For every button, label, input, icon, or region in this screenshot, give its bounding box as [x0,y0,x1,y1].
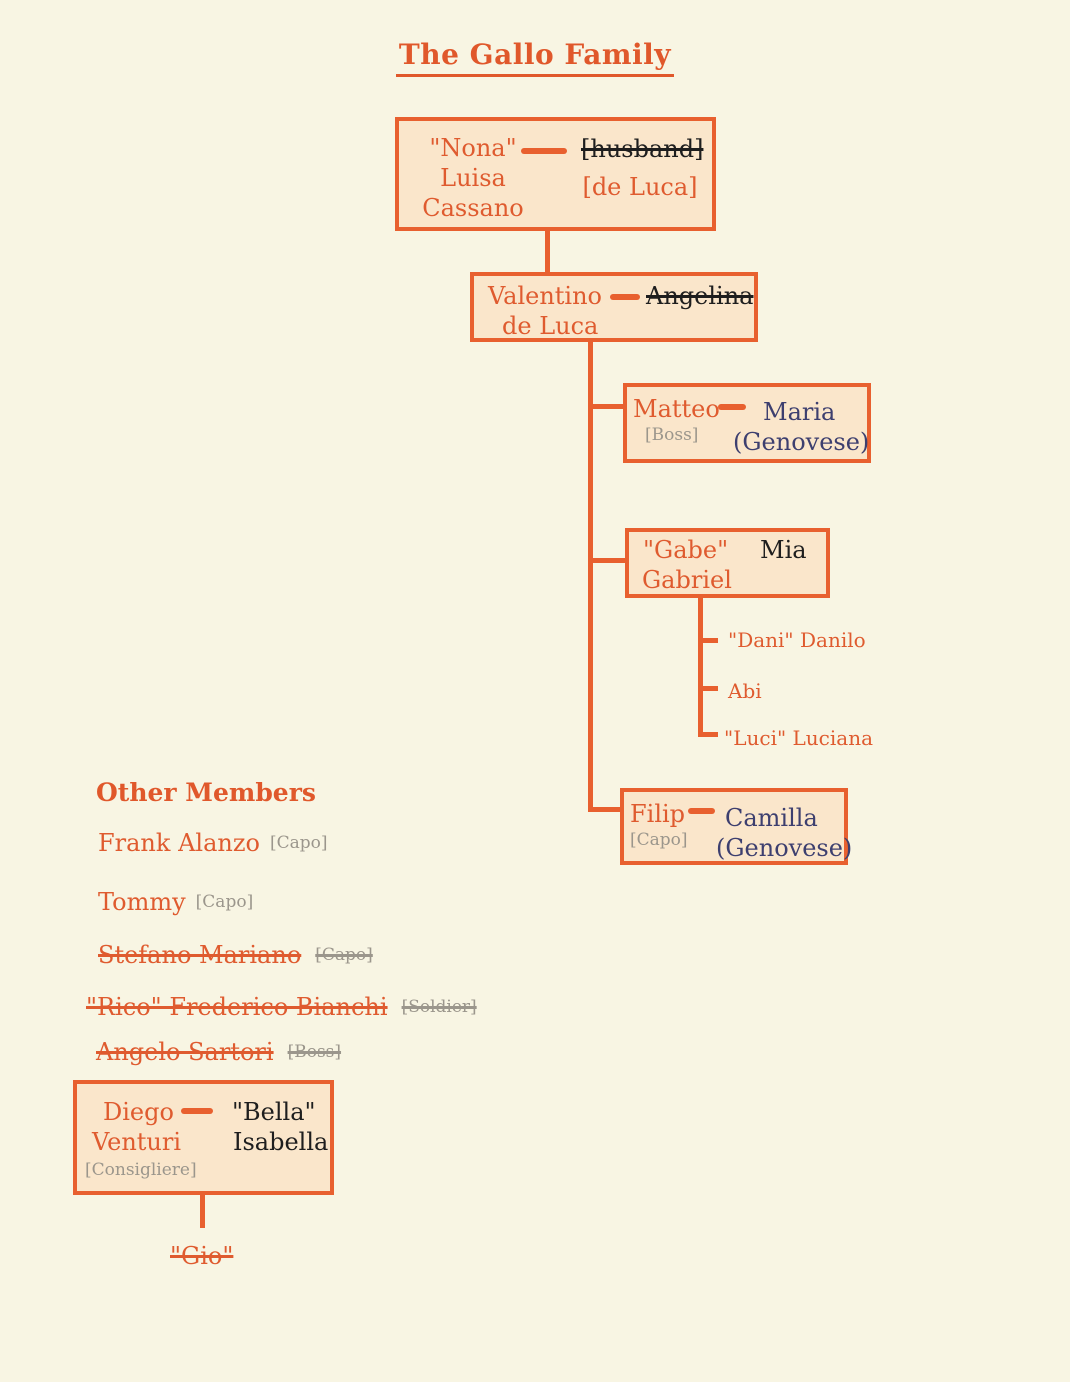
connector-stub-dani [700,638,718,643]
member-role: [Soldier] [401,997,477,1017]
person-box-diego: Diego Venturi [Consigliere] "Bella" Isab… [73,1080,334,1195]
marriage-dash-nona [521,148,567,154]
gabe-spouse: Mia [760,536,807,564]
nona-name-line1: "Nona" [429,134,517,162]
member-role: [Boss] [287,1042,342,1062]
member-frank-alanzo: Frank Alanzo [Capo] [98,829,327,857]
child-gio-name: "Gio" [170,1242,234,1270]
member-role: [Capo] [269,833,328,853]
member-stefano-mariano: Stefano Mariano [Capo] [84,941,373,969]
member-name: Tommy [98,888,186,916]
diego-name-line2: Venturi [92,1128,182,1156]
marriage-dash-valentino [610,294,640,300]
connector-stub-luci [700,732,718,737]
connector-valentino-trunk [588,340,593,812]
member-angelo-sartori: Angelo Sartori [Boss] [82,1038,341,1066]
nona-name: "Nona" Luisa Cassano [413,133,533,223]
connector-gabe-children-trunk [698,596,703,737]
person-box-gabe: "Gabe" Gabriel Mia [625,528,830,598]
nona-spouse: [husband] [575,135,705,163]
child-dani: "Dani" Danilo [728,628,866,652]
page-title-wrap: The Gallo Family [0,38,1070,77]
connector-stub-abi [700,686,718,691]
filip-spouse-line2: (Genovese) [716,834,853,862]
marriage-dash-diego [181,1108,213,1114]
connector-stub-gabe [590,558,627,563]
valentino-name-line2: de Luca [502,312,599,340]
diego-spouse-line1: "Bella" [232,1098,316,1126]
connector-stub-matteo [590,404,625,409]
connector-diego-gio [200,1194,205,1228]
filip-name: Filip [630,800,686,828]
nona-spouse-name: [husband] [581,135,704,163]
gabe-name-line2: Gabriel [642,566,732,594]
member-name: Angelo Sartori [96,1038,274,1066]
nona-name-line3: Cassano [422,194,524,222]
member-name: "Rico" Frederico Bianchi [86,993,388,1021]
matteo-role: [Boss] [645,425,699,445]
marriage-dash-matteo [718,404,746,410]
diego-spouse-line2: Isabella [233,1128,329,1156]
page-title: The Gallo Family [395,38,675,77]
person-box-nona: "Nona" Luisa Cassano [husband] [de Luca] [395,117,716,231]
person-box-filip: Filip [Capo] Camilla (Genovese) [620,788,852,865]
other-members-heading: Other Members [96,778,316,807]
member-role: [Capo] [195,892,254,912]
child-gio: "Gio" [160,1242,243,1270]
valentino-name-line1: Valentino [488,282,602,310]
valentino-spouse-name: Angelina [646,282,754,310]
member-tommy: Tommy [Capo] [98,888,253,916]
diego-name-line1: Diego [103,1098,174,1126]
diego-role: [Consigliere] [85,1160,197,1180]
member-role: [Capo] [315,945,373,965]
child-luci: "Luci" Luciana [724,726,874,750]
member-name: Stefano Mariano [98,941,302,969]
matteo-spouse-line1: Maria [763,398,836,426]
connector-nona-valentino [545,229,550,274]
matteo-name: Matteo [633,395,720,423]
filip-spouse-line1: Camilla [725,804,818,832]
marriage-dash-filip [688,808,715,814]
child-abi: Abi [728,679,762,703]
connector-stub-filip [590,807,622,812]
matteo-spouse-line2: (Genovese) [733,428,870,456]
person-box-matteo: Matteo [Boss] Maria (Genovese) [623,383,871,463]
nona-name-line2: Luisa [440,164,506,192]
filip-role: [Capo] [630,830,688,850]
member-name: Frank Alanzo [98,829,260,857]
person-box-valentino: Valentino de Luca Angelina [470,272,758,342]
gabe-name-line1: "Gabe" [643,536,729,564]
nona-spouse-note: [de Luca] [582,173,698,201]
member-rico-frederico-bianchi: "Rico" Frederico Bianchi [Soldier] [72,993,477,1021]
valentino-spouse: Angelina [640,282,759,310]
